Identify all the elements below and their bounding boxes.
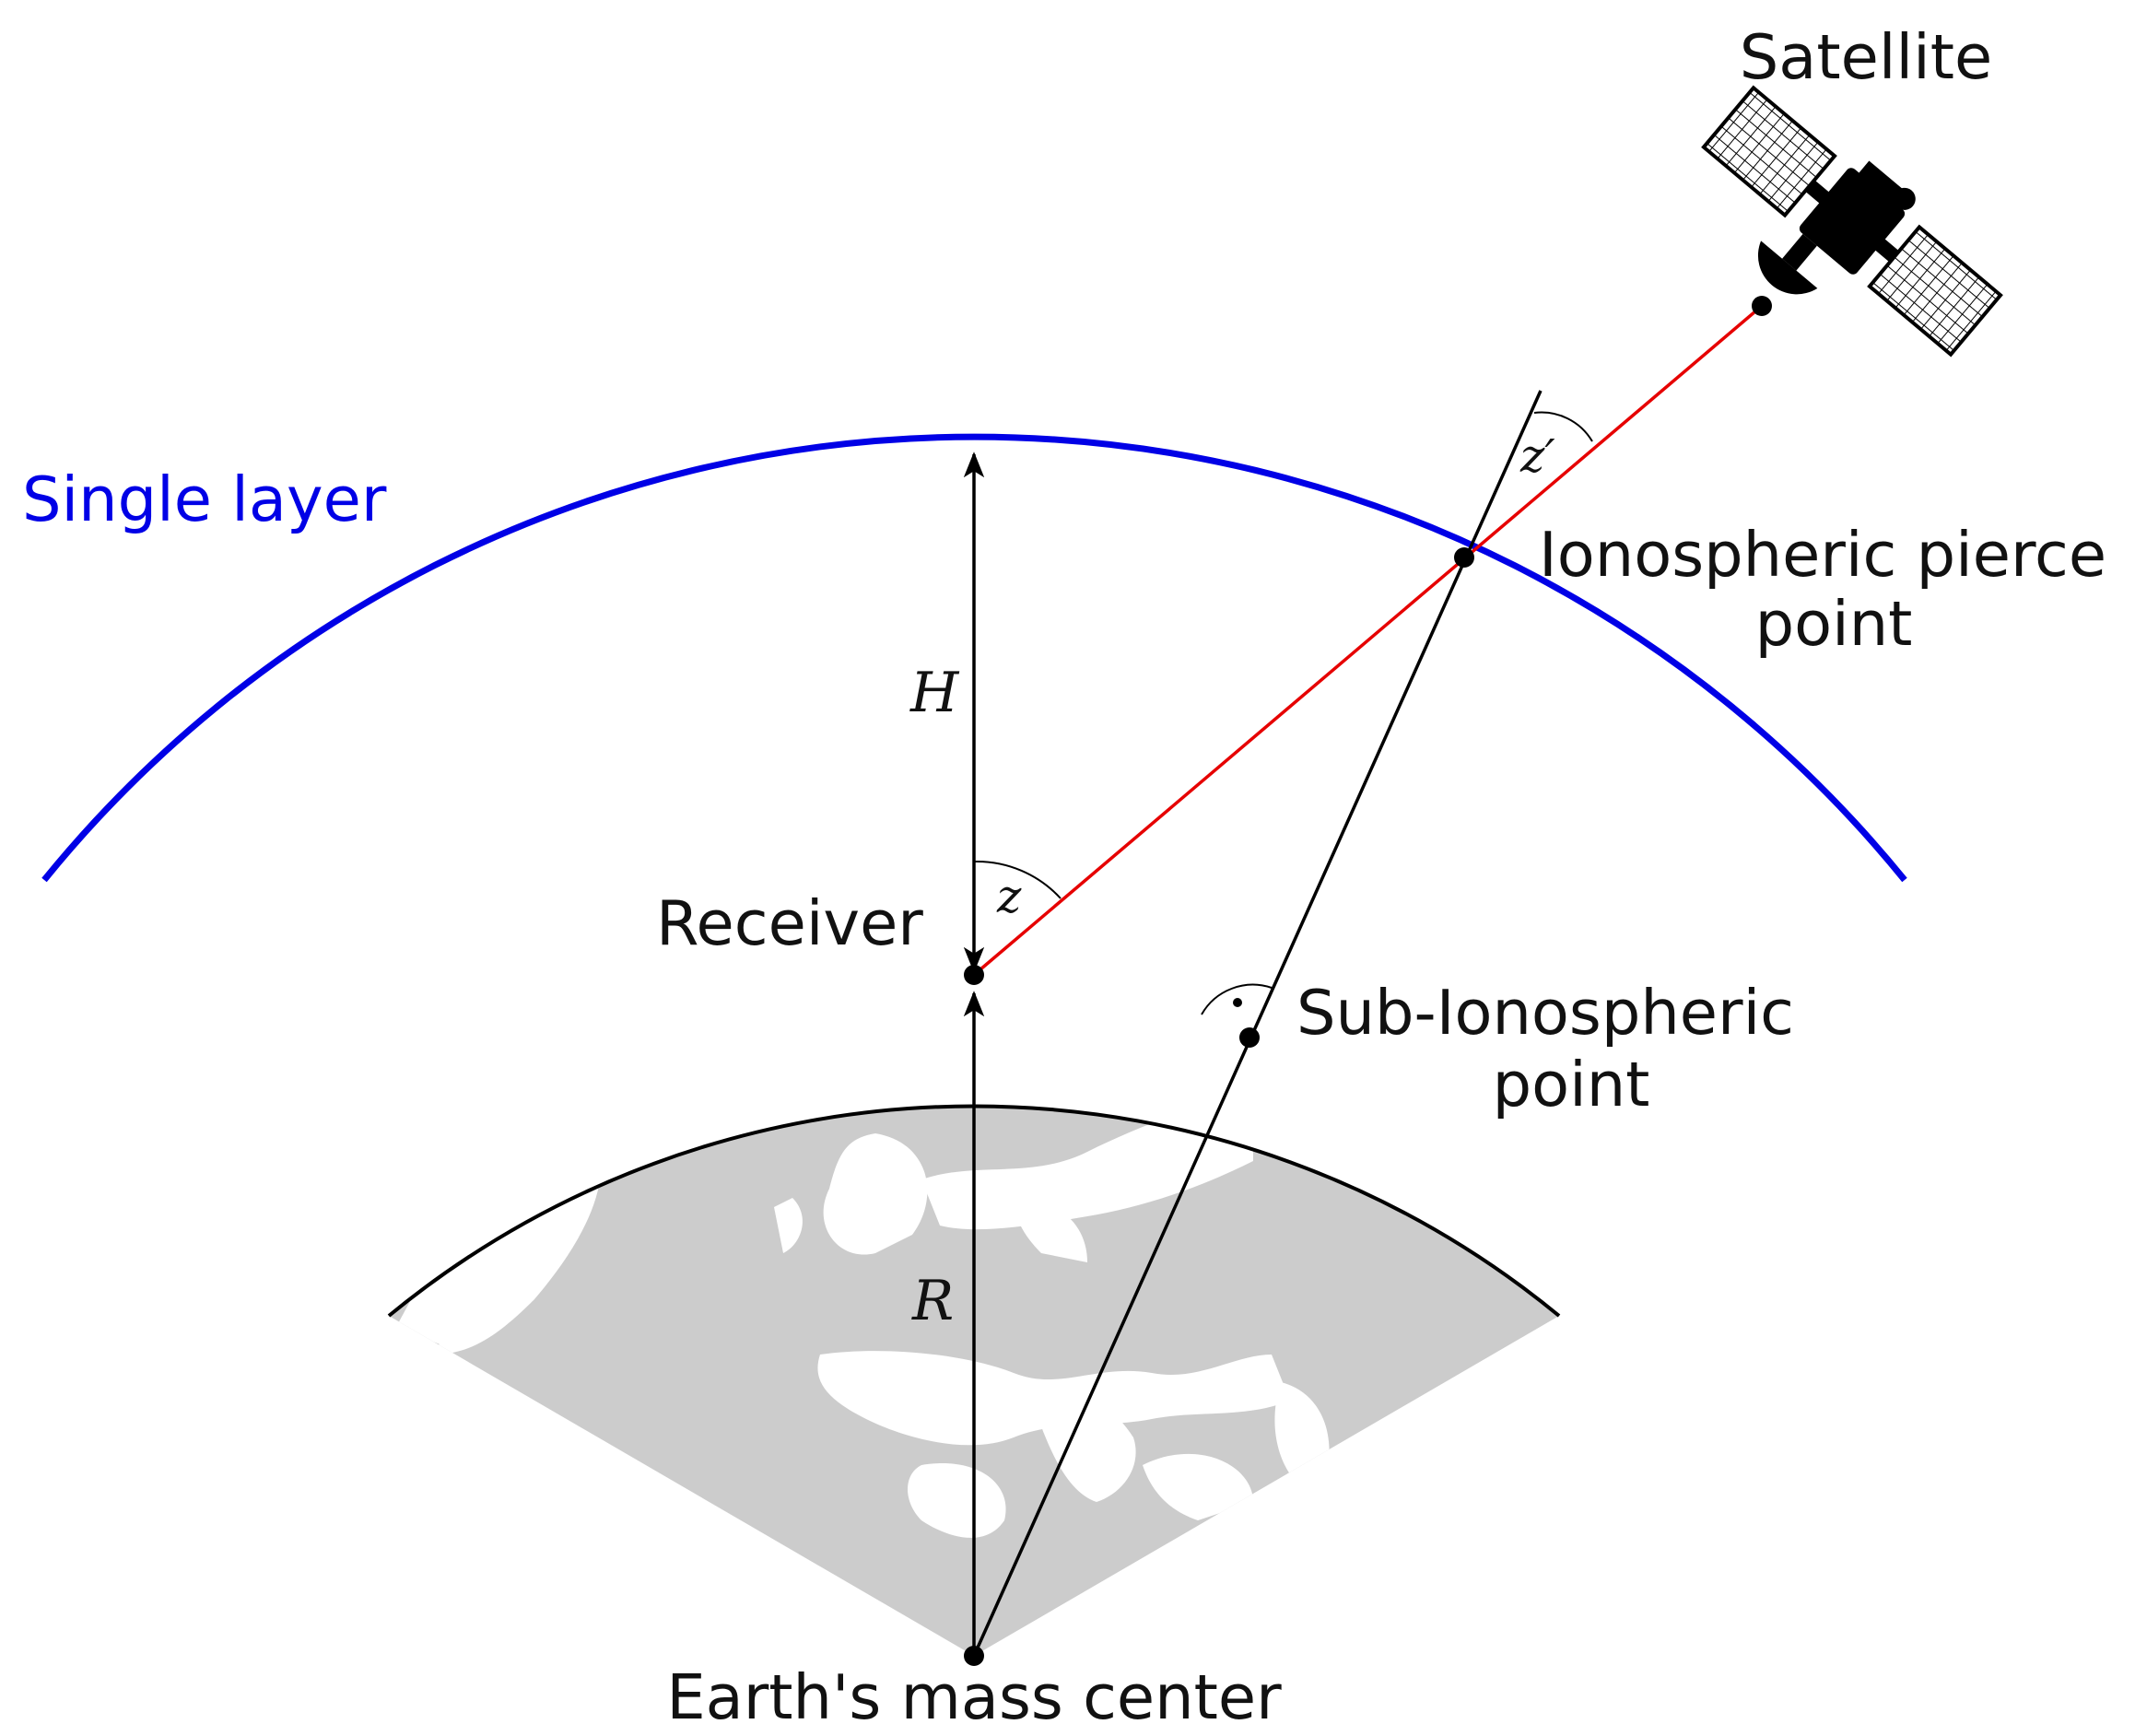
right-angle-dot [1233,998,1242,1007]
ionospheric-pierce-point-label-line1: Ionospheric pierce [1539,519,2106,591]
right-angle-arc [1201,983,1273,1015]
satellite-point [1752,296,1772,316]
single-layer-arc [41,433,1907,883]
center-to-ipp-line [972,390,1543,1657]
earth-radius-symbol: R [911,1269,954,1333]
sub-ionospheric-point-marker [1239,1027,1260,1048]
signal-path-line [972,304,1764,977]
sub-ionospheric-point-label-line1: Sub-Ionospheric [1296,977,1794,1049]
ionospheric-pierce-point-label-line2: point [1755,588,1913,660]
layer-height-symbol: H [909,661,960,725]
receiver-point [964,965,984,985]
zenith-angle-ipp-arc [1533,411,1593,442]
satellite-label: Satellite [1740,21,1992,93]
receiver-label: Receiver [656,887,923,959]
earth-center-point [964,1646,984,1666]
satellite-icon [1701,85,2003,358]
zenith-angle-symbol: z [996,870,1022,923]
sub-ionospheric-point-label-line2: point [1493,1049,1650,1120]
ionospheric-pierce-point-marker [1454,547,1474,568]
single-layer-label: Single layer [22,463,387,535]
zenith-angle-ipp-symbol: z′ [1519,429,1555,483]
earth-center-label: Earth's mass center [666,1661,1282,1733]
zenith-angle-arc [973,860,1062,899]
